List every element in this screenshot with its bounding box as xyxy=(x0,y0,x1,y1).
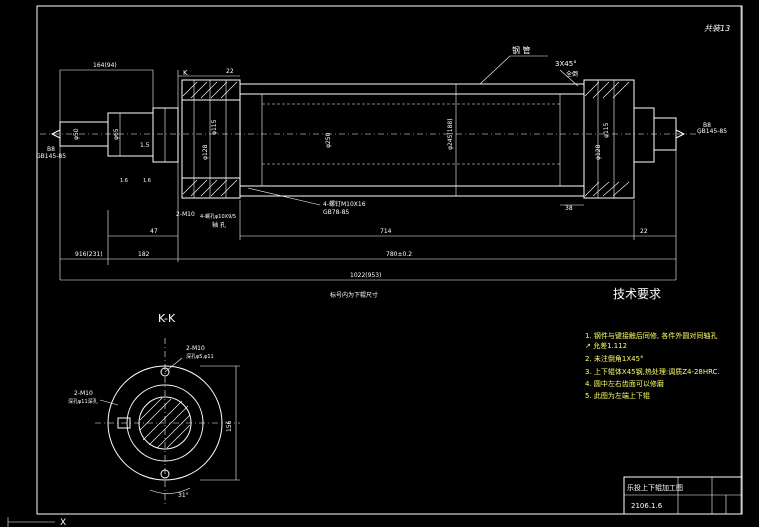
dim-14: 1.6 xyxy=(143,178,151,184)
dim-phi250: φ250 xyxy=(325,132,332,148)
kk-label-m10-left-sub: 深孔φ11深孔 xyxy=(68,398,98,405)
dim-phi128-left: φ128 xyxy=(202,144,209,160)
right-flange xyxy=(583,79,635,199)
section-kk: K-K 2-M10 深孔φ5,φ11 2-M10 深孔φ11深孔 156 31° xyxy=(68,312,240,505)
dim-916: 916(231) xyxy=(75,251,103,258)
label-center-left: B8 xyxy=(47,146,55,153)
dim-phi115-right: φ115 xyxy=(603,122,610,138)
dim-top-left: 164(94) xyxy=(93,62,117,69)
dim-780: 780±0.2 xyxy=(386,251,412,258)
dim-22-right: 22 xyxy=(640,228,648,235)
dim-38: 38 xyxy=(565,205,573,212)
label-flange: 轴 孔 xyxy=(212,221,226,229)
note-5: 5. 此图为左端上下辊 xyxy=(585,391,650,400)
technical-notes: 技术要求 1. 钢件与键接触后同修, 各件外圆对同轴孔 ↗ 允差1.112 2.… xyxy=(585,287,720,400)
dim-left-small: 1.6 xyxy=(120,178,128,184)
dim-47: 47 xyxy=(150,228,158,235)
ucs-icon: X xyxy=(7,517,66,527)
dimensions: 164(94) 22 47 714 22 916(231) 182 780±0.… xyxy=(60,62,676,299)
kk-label-m10-left: 2-M10 xyxy=(74,390,93,397)
dim-overall: 1022(953) xyxy=(350,272,381,279)
kk-outer-circle xyxy=(107,365,223,481)
note-2: 2. 未注倒角1X45° xyxy=(585,354,644,363)
kk-dim-156: 156 xyxy=(226,420,233,432)
bottom-caption: 标号内为下辊尺寸 xyxy=(330,291,378,299)
label-center-right-std: GB145-85 xyxy=(697,128,727,135)
note-3: 3. 上下辊体X45钢,热处理:调质Z4-28HRC. xyxy=(585,367,720,376)
ucs-x-label: X xyxy=(60,518,66,527)
roller-body xyxy=(239,83,585,197)
label-screw: 4-螺钉M10X16 xyxy=(323,200,366,208)
main-elevation xyxy=(40,70,700,280)
dim-22-top: 22 xyxy=(226,68,234,75)
section-mark-k: K xyxy=(183,69,188,77)
note-1b: ↗ 允差1.112 xyxy=(585,341,627,350)
dim-phi245: φ245(188) xyxy=(447,118,454,150)
note-4: 4. 圆中左右齿面可以修磨 xyxy=(585,379,664,388)
dim-1-5: 1.5 xyxy=(140,142,150,149)
label-steel-pipe: 钢 管 xyxy=(512,45,531,55)
note-1: 1. 钢件与键接触后同修, 各件外圆对同轴孔 xyxy=(585,331,717,340)
label-center-left-std: GB145-85 xyxy=(36,153,66,160)
label-chamfer-sub: 全倒 xyxy=(566,70,578,78)
kk-angle: 31° xyxy=(178,492,189,499)
title-block-date: 2106.1.6 xyxy=(631,502,663,510)
dim-phi128-right: φ128 xyxy=(595,144,602,160)
kk-label-m10-top: 2-M10 xyxy=(186,345,205,352)
outer-border xyxy=(36,5,743,515)
dim-phi115-left: φ115 xyxy=(211,119,218,135)
kk-label-m10-top-sub: 深孔φ5,φ11 xyxy=(186,353,214,360)
dim-714: 714 xyxy=(380,228,392,235)
view-number: 共装13 xyxy=(704,24,730,33)
title-block-name: 乐投上下辊加工图 xyxy=(627,483,683,492)
notes-title: 技术要求 xyxy=(613,287,661,301)
label-chamfer: 3X45° xyxy=(555,60,577,68)
section-kk-label: K-K xyxy=(158,312,176,325)
label-2m10-left: 2-M10 xyxy=(176,211,195,218)
dim-phi50: φ50 xyxy=(73,128,80,140)
leader-labels: 钢 管 3X45° 全倒 B8 GB145-85 B8 GB145-85 4-螺… xyxy=(36,45,727,229)
label-center-right: B8 xyxy=(703,122,711,129)
label-hole-depth: 4-螺孔φ10X9/5 xyxy=(200,213,236,220)
dim-phi65: φ65 xyxy=(113,128,120,140)
label-screw-std: GB78-85 xyxy=(323,209,349,216)
left-collar xyxy=(152,107,179,163)
dim-182: 182 xyxy=(138,251,150,258)
title-block: 乐投上下辊加工图 2106.1.6 xyxy=(623,476,743,515)
right-collar xyxy=(633,107,655,163)
kk-inner-circle xyxy=(126,384,204,462)
right-shaft-end xyxy=(653,117,677,151)
